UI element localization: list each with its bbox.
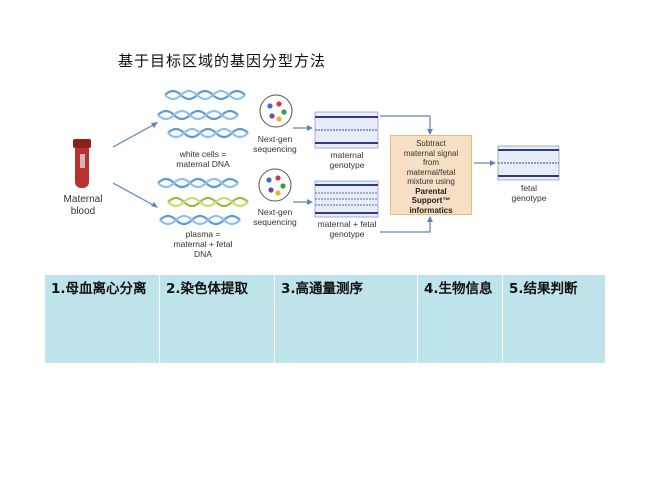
white-cells-label: white cells = maternal DNA (176, 149, 230, 169)
sequencing-top-icon (259, 94, 293, 128)
page-title: 基于目标区域的基因分型方法 (118, 52, 327, 70)
step-cell: 2.染色体提取 (159, 274, 275, 364)
fetal-genotype-plot (497, 145, 560, 181)
step-cell: 3.高通量测序 (274, 274, 418, 364)
steps-table: 1.母血离心分离 2.染色体提取 3.高通量测序 4.生物信息 5.结果判断 (44, 274, 606, 364)
subtraction-box: Subtract maternal signal from maternal/f… (390, 135, 472, 215)
dna-helix-top-icon (157, 89, 249, 139)
maternal-blood-label: Maternal blood (63, 194, 103, 217)
sequencing-bottom-icon (258, 168, 292, 202)
subtraction-box-text: Subtract maternal signal from maternal/f… (403, 139, 459, 186)
blood-tube-icon (73, 139, 91, 188)
dna-helix-bottom-icon (157, 177, 249, 226)
maternal-genotype-label: maternal genotype (329, 150, 365, 170)
step-cell: 5.结果判断 (502, 274, 606, 364)
subtraction-box-bold: Parental Support™ informatics (409, 186, 453, 215)
split-arrows (112, 122, 158, 208)
workflow-diagram (73, 89, 560, 233)
mixture-genotype-plot (314, 180, 379, 218)
step-cell: 4.生物信息 (417, 274, 503, 364)
fetal-genotype-label: fetal genotype (511, 183, 547, 203)
steps-row: 1.母血离心分离 2.染色体提取 3.高通量测序 4.生物信息 5.结果判断 (44, 274, 606, 364)
plasma-label: plasma = maternal + fetal DNA (173, 229, 233, 259)
step-cell: 1.母血离心分离 (44, 274, 160, 364)
sequencing-top-label: Next-gen sequencing (253, 134, 297, 154)
sequencing-bottom-label: Next-gen sequencing (253, 207, 297, 227)
connector-arrows (380, 115, 496, 233)
maternal-genotype-plot (314, 111, 379, 149)
mixture-genotype-label: maternal + fetal genotype (317, 219, 377, 239)
